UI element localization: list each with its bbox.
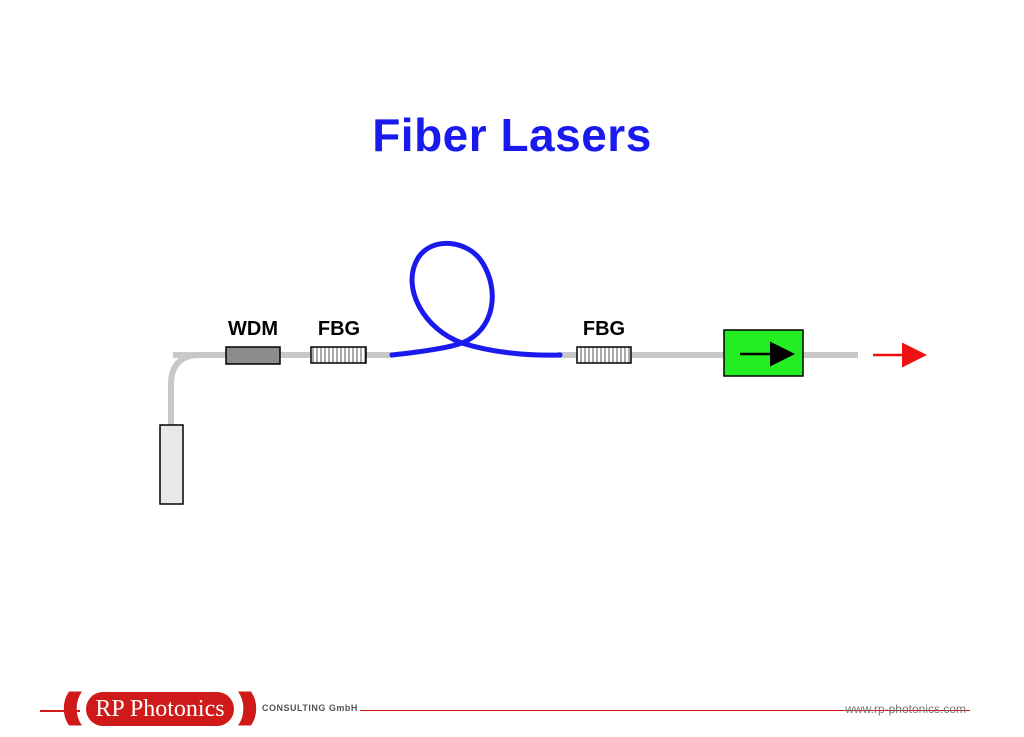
pump-fiber [168, 352, 226, 425]
fbg-left [310, 346, 367, 364]
wdm-coupler [225, 346, 281, 365]
website-text: www.rp-photonics.com [845, 702, 966, 716]
logo-waves-left-icon: ((( [62, 685, 82, 726]
logo-waves-right-icon: ))) [238, 685, 258, 726]
active-fiber-loop [389, 241, 563, 358]
slide-title: Fiber Lasers [372, 109, 652, 161]
pump-diode [159, 424, 184, 505]
logo-line [40, 710, 80, 712]
footer-divider [360, 710, 970, 711]
fbg-right [576, 346, 632, 364]
footer: ((( RP Photonics ))) CONSULTING GmbH www… [0, 680, 1024, 730]
wdm-label: WDM [228, 318, 278, 340]
company-logo: RP Photonics [86, 692, 234, 726]
fbg-left-label: FBG [318, 318, 360, 340]
company-tagline: CONSULTING GmbH [262, 703, 358, 713]
fbg-right-label: FBG [583, 318, 625, 340]
